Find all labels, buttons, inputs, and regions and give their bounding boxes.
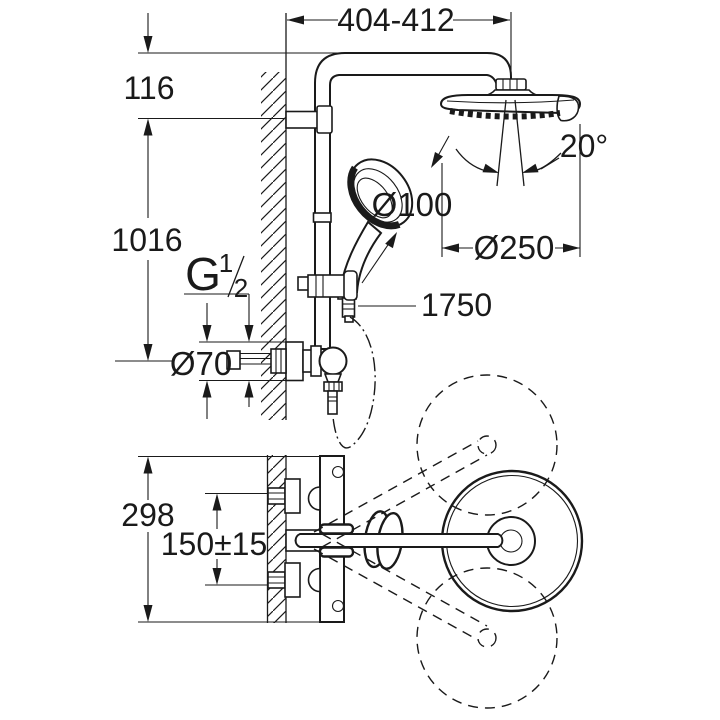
thread-label-numerator: 1 — [219, 248, 233, 278]
thread-leader — [184, 293, 250, 327]
rail-union-joint — [312, 212, 332, 223]
front-view: 404-412 116 1016 G 1 2 Ø100 20° Ø250 175… — [111, 2, 608, 449]
dim-rail-height: 1016 — [111, 222, 182, 258]
thread-label-denominator: 2 — [234, 273, 248, 303]
dimension-lines-plan — [143, 456, 222, 622]
head-shower — [439, 94, 582, 122]
arm-clamp-bottom — [318, 546, 355, 558]
wall-flange — [285, 341, 304, 382]
hose-nut — [341, 297, 356, 318]
swivel-range — [313, 374, 558, 709]
dim-body-height: 298 — [121, 497, 174, 533]
diverter-knob — [318, 346, 348, 376]
supply-stub-cap — [226, 350, 241, 370]
shower-arm-plan — [294, 533, 504, 548]
nozzle-row — [449, 108, 561, 120]
thread-fraction-slash — [227, 255, 245, 298]
arm-clamp-top — [318, 523, 355, 535]
dim-connection-spacing: 150±15 — [161, 526, 268, 562]
dim-hand-shower-diameter: Ø100 — [372, 186, 453, 223]
wall-hatching-plan — [267, 455, 286, 623]
diverter-valve — [226, 341, 348, 415]
dim-arm-reach: 404-412 — [337, 2, 454, 38]
wall-bracket — [285, 110, 319, 129]
dimension-arrows-front — [143, 15, 580, 361]
hand-shower-dimension — [361, 135, 450, 284]
shower-hose — [332, 316, 376, 449]
spray-cone — [455, 99, 562, 187]
dim-bracket-offset: 116 — [123, 70, 174, 106]
supply-connection-top — [267, 478, 321, 514]
supply-hex-nut — [270, 348, 287, 374]
wall-bracket-clamp — [316, 105, 333, 134]
dim-hose-length: 1750 — [421, 287, 492, 323]
escutcheon-dimension — [199, 303, 286, 419]
hose-outlet — [327, 390, 338, 415]
dim-spray-angle: 20° — [560, 128, 608, 164]
dim-head-shower-diameter: Ø250 — [474, 229, 555, 266]
hand-shower — [337, 158, 414, 323]
dim-escutcheon-diameter: Ø70 — [170, 345, 232, 382]
hand-shower-face — [347, 158, 414, 230]
thread-label-g: G — [185, 248, 221, 300]
plan-view: 298 150±15 — [121, 374, 584, 709]
slider-holder — [297, 270, 358, 301]
supply-connection-bottom — [267, 562, 321, 598]
